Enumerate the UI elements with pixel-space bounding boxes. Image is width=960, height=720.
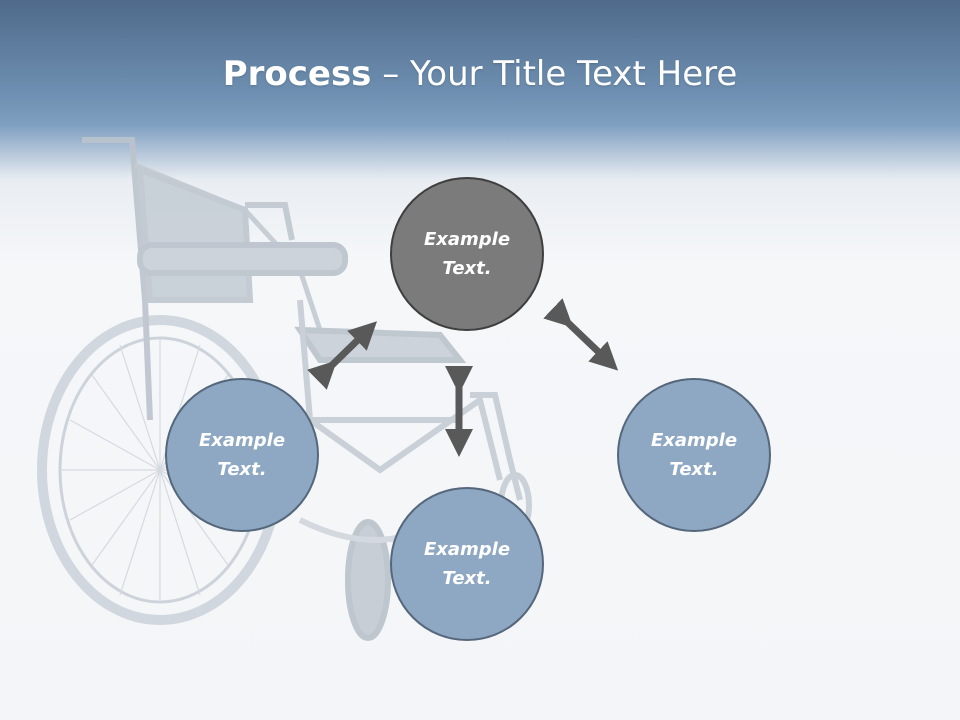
- node-left-text: Example Text.: [198, 430, 286, 480]
- process-node-bottom: Example Text.: [390, 487, 544, 641]
- node-top-text: Example Text.: [423, 229, 511, 279]
- node-bottom-text: Example Text.: [423, 539, 511, 589]
- title-bold-part: Process: [222, 54, 372, 94]
- title-rest-part: – Your Title Text Here: [371, 54, 738, 94]
- arrow-top-left: [307, 321, 378, 390]
- process-node-left: Example Text.: [165, 378, 319, 532]
- arrow-top-right: [543, 298, 619, 371]
- process-node-top: Example Text.: [390, 177, 544, 331]
- slide-title: Process – Your Title Text Here: [0, 52, 960, 96]
- node-right-text: Example Text.: [650, 430, 738, 480]
- process-node-right: Example Text.: [617, 378, 771, 532]
